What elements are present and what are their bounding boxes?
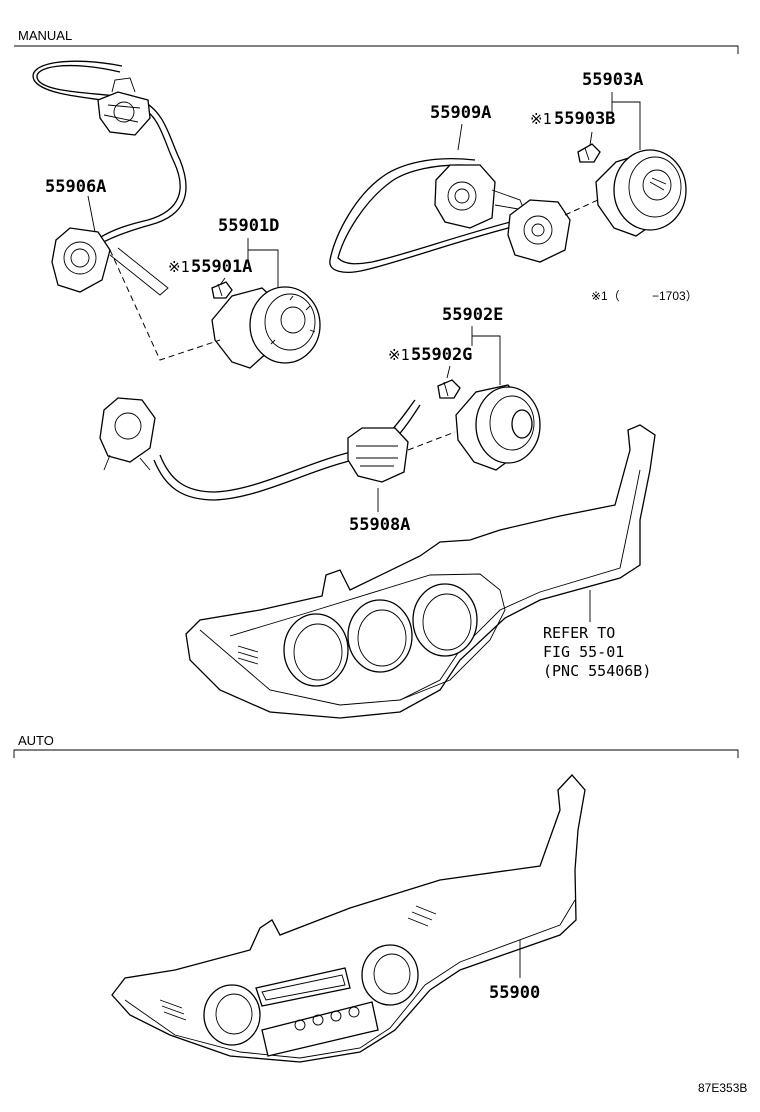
refer-line-3: (PNC 55406B) bbox=[543, 662, 651, 680]
note-mark-text: ※1（ bbox=[591, 289, 620, 303]
guide-55902 bbox=[407, 431, 456, 451]
section-rule-auto bbox=[13, 749, 739, 758]
screw-55901a bbox=[211, 281, 233, 299]
guide-55901 bbox=[109, 249, 221, 361]
label-55908a: 55908A bbox=[349, 515, 410, 535]
label-55900: 55900 bbox=[489, 983, 540, 1003]
label-55902g: 55902G bbox=[411, 345, 472, 365]
mark-55902g: ※1 bbox=[388, 346, 410, 364]
leader-55909a bbox=[457, 123, 463, 151]
knob-55903a bbox=[595, 149, 687, 237]
leader-55906a bbox=[87, 195, 96, 233]
label-55901d: 55901D bbox=[218, 216, 279, 236]
cable-55909a bbox=[329, 158, 571, 273]
knob-55902e bbox=[455, 384, 541, 471]
section-title-manual: MANUAL bbox=[18, 28, 72, 43]
figure-code: 87E353B bbox=[698, 1081, 747, 1095]
cable-55906a bbox=[32, 60, 187, 296]
label-55903b: 55903B bbox=[554, 109, 615, 129]
label-55901a: 55901A bbox=[191, 257, 252, 277]
cable-55908a bbox=[99, 397, 421, 501]
leader-55902e bbox=[471, 326, 501, 385]
label-55906a: 55906A bbox=[45, 177, 106, 197]
label-55909a: 55909A bbox=[430, 103, 491, 123]
refer-line-2: FIG 55-01 bbox=[543, 643, 624, 661]
mark-55901a: ※1 bbox=[168, 258, 190, 276]
refer-line-1: REFER TO bbox=[543, 624, 615, 642]
screw-55902g bbox=[437, 379, 461, 399]
knob-55901d bbox=[211, 286, 321, 369]
guide-55903 bbox=[564, 199, 599, 216]
leader-55903b bbox=[589, 131, 593, 146]
panel-auto-55900 bbox=[111, 774, 586, 1063]
leader-55903a bbox=[611, 92, 641, 150]
label-55902e: 55902E bbox=[442, 305, 503, 325]
screw-55903b bbox=[577, 143, 601, 163]
section-title-auto: AUTO bbox=[18, 733, 54, 748]
panel-manual bbox=[185, 424, 656, 719]
section-rule-manual bbox=[14, 45, 739, 54]
label-55903a: 55903A bbox=[582, 70, 643, 90]
note-range-text: −1703） bbox=[652, 289, 698, 303]
leader-55901d bbox=[247, 238, 279, 295]
leader-55902g bbox=[446, 365, 451, 379]
mark-55903b: ※1 bbox=[530, 110, 552, 128]
